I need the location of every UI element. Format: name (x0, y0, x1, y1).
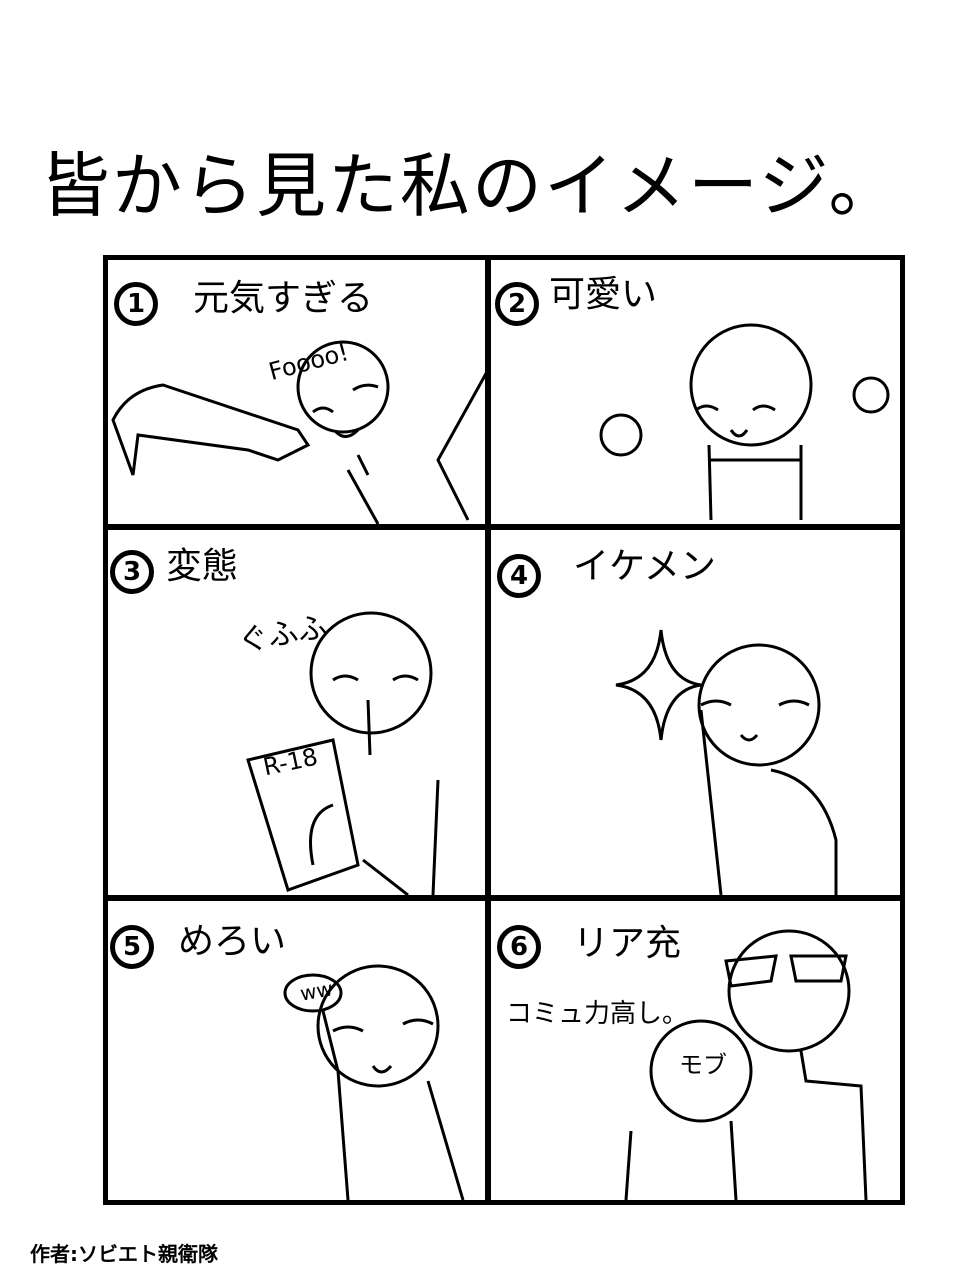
riajuu-drawing (624, 929, 868, 1200)
comic-grid (103, 255, 905, 1205)
panel-number: 4 (497, 554, 541, 598)
genki-drawing (111, 340, 485, 524)
panel-divider (103, 895, 905, 901)
panel-label: めろい (178, 921, 287, 962)
panel-divider (485, 255, 491, 1205)
note-text: コミュ力高し。 (506, 999, 689, 1029)
mob-label: モブ (679, 1051, 727, 1079)
meroi-drawing (283, 964, 465, 1200)
panel-number: 5 (110, 925, 154, 969)
panel-label: 可愛い (549, 274, 658, 315)
panel-divider (103, 524, 905, 530)
panel-2: 2 可愛い (491, 260, 900, 524)
panel-number: 2 (495, 282, 539, 326)
panel-label: イケメン (573, 546, 716, 587)
panel-label: 元気すぎる (193, 278, 374, 319)
panel-6: 6 リア充 コミュ力高し。 モブ (491, 901, 900, 1200)
ikemen-drawing (615, 629, 838, 895)
panel-4: 4 イケメン (491, 530, 900, 895)
pervert-drawing (246, 611, 440, 895)
cute-drawing (599, 323, 890, 521)
panel-number: 3 (110, 550, 154, 594)
panel-number: 6 (497, 925, 541, 969)
panel-label: 変態 (166, 546, 239, 587)
author-credit: 作者:ソビエト親衛隊 (30, 1242, 218, 1266)
panel-label: リア充 (573, 923, 682, 964)
panel-3: 3 変態 ぐふふ R-18 (108, 530, 485, 895)
panel-1: 1 元気すぎる Foooo! (108, 260, 485, 524)
page-title: 皆から見た私のイメージ。 (40, 145, 901, 227)
panel-number: 1 (114, 282, 158, 326)
panel-5: 5 めろい ww (108, 901, 485, 1200)
